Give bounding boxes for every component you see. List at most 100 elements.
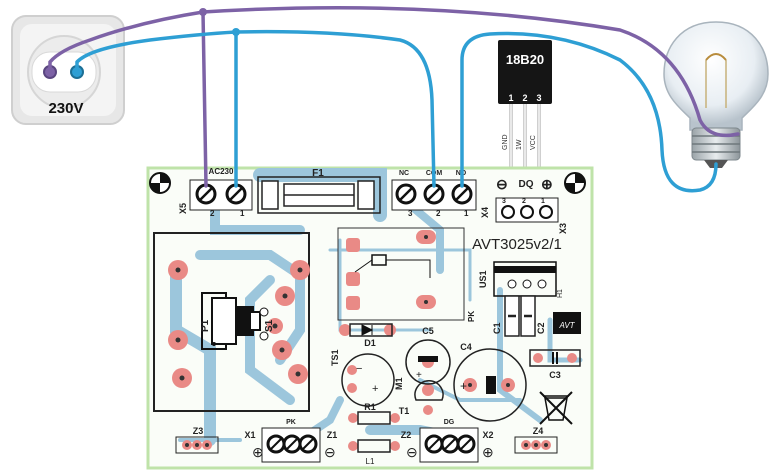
z4-label: Z4 xyxy=(533,426,544,436)
c3-label: C3 xyxy=(549,370,561,380)
m1-label: M1 xyxy=(394,377,404,390)
sensor-pin-3: 3 xyxy=(536,93,541,103)
s1-label: S1 xyxy=(264,319,275,332)
z3-label: Z3 xyxy=(193,426,204,436)
wire-junction-blue xyxy=(232,28,240,36)
x4-label-nc: NC xyxy=(399,170,409,177)
inductor-l1 xyxy=(357,439,391,453)
x5-name: X5 xyxy=(178,203,188,214)
z2-label: Z2 xyxy=(401,430,412,440)
pcb-board: + + + − xyxy=(146,166,594,470)
us1-label: US1 xyxy=(478,270,488,288)
z1-minus-symbol: ⊖ xyxy=(324,444,336,460)
header-z3 xyxy=(175,436,219,454)
wire-purple-x5 xyxy=(201,10,208,188)
mounting-hole-left xyxy=(149,172,171,194)
svg-text:+: + xyxy=(416,370,422,381)
terminal-x3 xyxy=(495,197,559,223)
z1-label: Z1 xyxy=(327,430,338,440)
sensor-pin-1: 1 xyxy=(508,93,513,103)
wire-purple-socket xyxy=(48,10,205,74)
c4-label: C4 xyxy=(460,342,472,352)
sensor-model-label: 18B20 xyxy=(506,52,544,67)
svg-text:+: + xyxy=(372,383,378,395)
dg-bottom-label: DG xyxy=(444,419,455,426)
t1-label: T1 xyxy=(399,406,410,416)
x1-plus-symbol: ⊕ xyxy=(252,444,264,460)
resistor-r1 xyxy=(357,411,391,425)
capacitor-c5: + xyxy=(405,339,451,385)
wires xyxy=(48,6,740,193)
dq-label: DQ xyxy=(519,179,534,190)
x3-pin-2: 2 xyxy=(522,198,526,205)
relay xyxy=(337,227,465,321)
d1-label: D1 xyxy=(364,338,376,348)
x3-name: X3 xyxy=(558,223,568,234)
l1-label: L1 xyxy=(366,457,375,466)
wire-purple-bulb xyxy=(201,6,740,138)
temperature-sensor: 18B20 1 2 3 GND 1W VCC xyxy=(498,40,552,168)
pcb-pads xyxy=(168,230,577,451)
fuse-f1 xyxy=(257,176,381,214)
transistor-t1 xyxy=(414,380,444,401)
x5-label: AC230 xyxy=(209,167,234,176)
x3-pin-1: 1 xyxy=(541,198,545,205)
x2-plus-symbol: ⊕ xyxy=(482,444,494,460)
x4-pin-3: 3 xyxy=(408,209,413,218)
x5-pin-1: 1 xyxy=(240,209,245,218)
mounting-hole-right xyxy=(564,172,586,194)
power-module-p1 xyxy=(201,292,269,350)
ts1-label: TS1 xyxy=(330,349,340,366)
c5-label: C5 xyxy=(422,326,434,336)
z2-minus-symbol: ⊖ xyxy=(406,444,418,460)
x4-pin-2: 2 xyxy=(436,209,441,218)
pk-bottom-label: PK xyxy=(286,419,296,426)
capacitor-c4: + xyxy=(453,348,527,422)
c1-label: C1 xyxy=(492,322,502,334)
regulator-us1 xyxy=(493,261,557,297)
svg-text:AVT: AVT xyxy=(558,321,575,330)
transformer-outline xyxy=(153,232,310,412)
capacitors-c1-c2 xyxy=(504,295,536,337)
diode-d1 xyxy=(349,323,393,337)
c2-label: C2 xyxy=(536,322,546,334)
r1-label: R1 xyxy=(364,402,376,412)
terminal-x1 xyxy=(261,427,321,463)
terminal-x5 xyxy=(189,179,253,211)
wire-junction-purple xyxy=(199,8,207,16)
x5-pin-2: 2 xyxy=(210,209,215,218)
svg-text:−: − xyxy=(356,363,362,375)
terminal-x2 xyxy=(419,427,479,463)
dq-plus-symbol: ⊕ xyxy=(541,176,553,192)
socket-voltage-label: 230V xyxy=(48,100,83,117)
f1-label: F1 xyxy=(312,168,324,179)
wire-blue-no xyxy=(460,31,718,193)
x4-pin-1: 1 xyxy=(464,209,469,218)
capacitor-c3 xyxy=(529,349,581,367)
pcb-drill-holes xyxy=(175,235,510,387)
board-title: AVT3025v2/1 xyxy=(472,236,562,253)
sensor-pin-name-vcc: VCC xyxy=(530,135,537,150)
wire-blue-com xyxy=(234,29,436,188)
p1-label: P1 xyxy=(200,319,211,332)
sensor-pin-name-1w: 1W xyxy=(516,139,523,150)
x4-name: X4 xyxy=(480,207,490,218)
header-z4 xyxy=(514,436,558,454)
wall-socket: 230V xyxy=(11,15,125,125)
weee-bin-icon xyxy=(539,391,573,425)
x1-label: X1 xyxy=(244,430,255,440)
buzzer-m1: + − xyxy=(341,353,395,407)
sensor-pin-2: 2 xyxy=(522,93,527,103)
x2-label: X2 xyxy=(482,430,493,440)
light-bulb xyxy=(663,21,769,168)
dq-minus-symbol: ⊖ xyxy=(496,176,508,192)
pk-relay-label: PK xyxy=(467,311,476,322)
sensor-pin-name-gnd: GND xyxy=(502,134,509,150)
wire-blue-socket xyxy=(75,30,238,74)
svg-text:+: + xyxy=(460,379,467,393)
x3-pin-3: 3 xyxy=(502,198,506,205)
h1-label-top: H1 xyxy=(557,289,564,298)
avt-logo: AVT xyxy=(553,312,581,334)
